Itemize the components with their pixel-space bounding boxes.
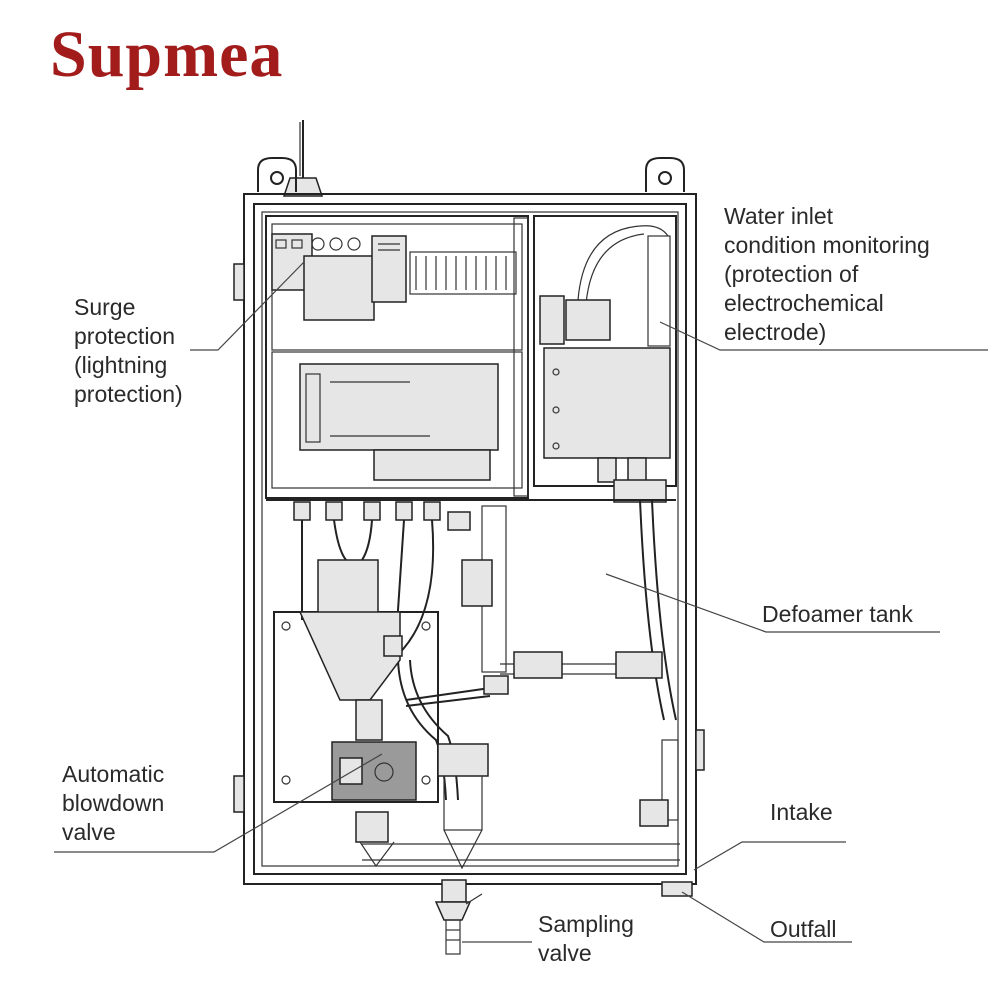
electrical-panel [265,215,529,499]
sampling-valve [434,879,483,955]
mounting-ears [257,157,685,192]
inlet-monitoring-assembly [533,215,677,503]
label-surge-protection: Surge protection (lightning protection) [74,294,183,407]
label-intake: Intake [770,799,833,825]
leader-lines [54,261,988,943]
antenna [282,120,324,197]
label-sampling-valve: Sampling valve [538,911,634,966]
label-outfall: Outfall [770,916,837,942]
defoamer-pipe [447,505,679,827]
brand-logo: Supmea [50,18,284,91]
label-water-inlet-monitoring: Water inlet condition monitoring (protec… [724,203,930,345]
label-automatic-blowdown-valve: Automatic blowdown valve [62,761,165,845]
blowdown-assembly [273,559,439,868]
cabinet-enclosure [233,193,705,885]
outfall-fitting [661,881,693,897]
label-defoamer-tank: Defoamer tank [762,601,913,627]
intake-column [362,743,680,870]
cable-glands [293,501,441,521]
